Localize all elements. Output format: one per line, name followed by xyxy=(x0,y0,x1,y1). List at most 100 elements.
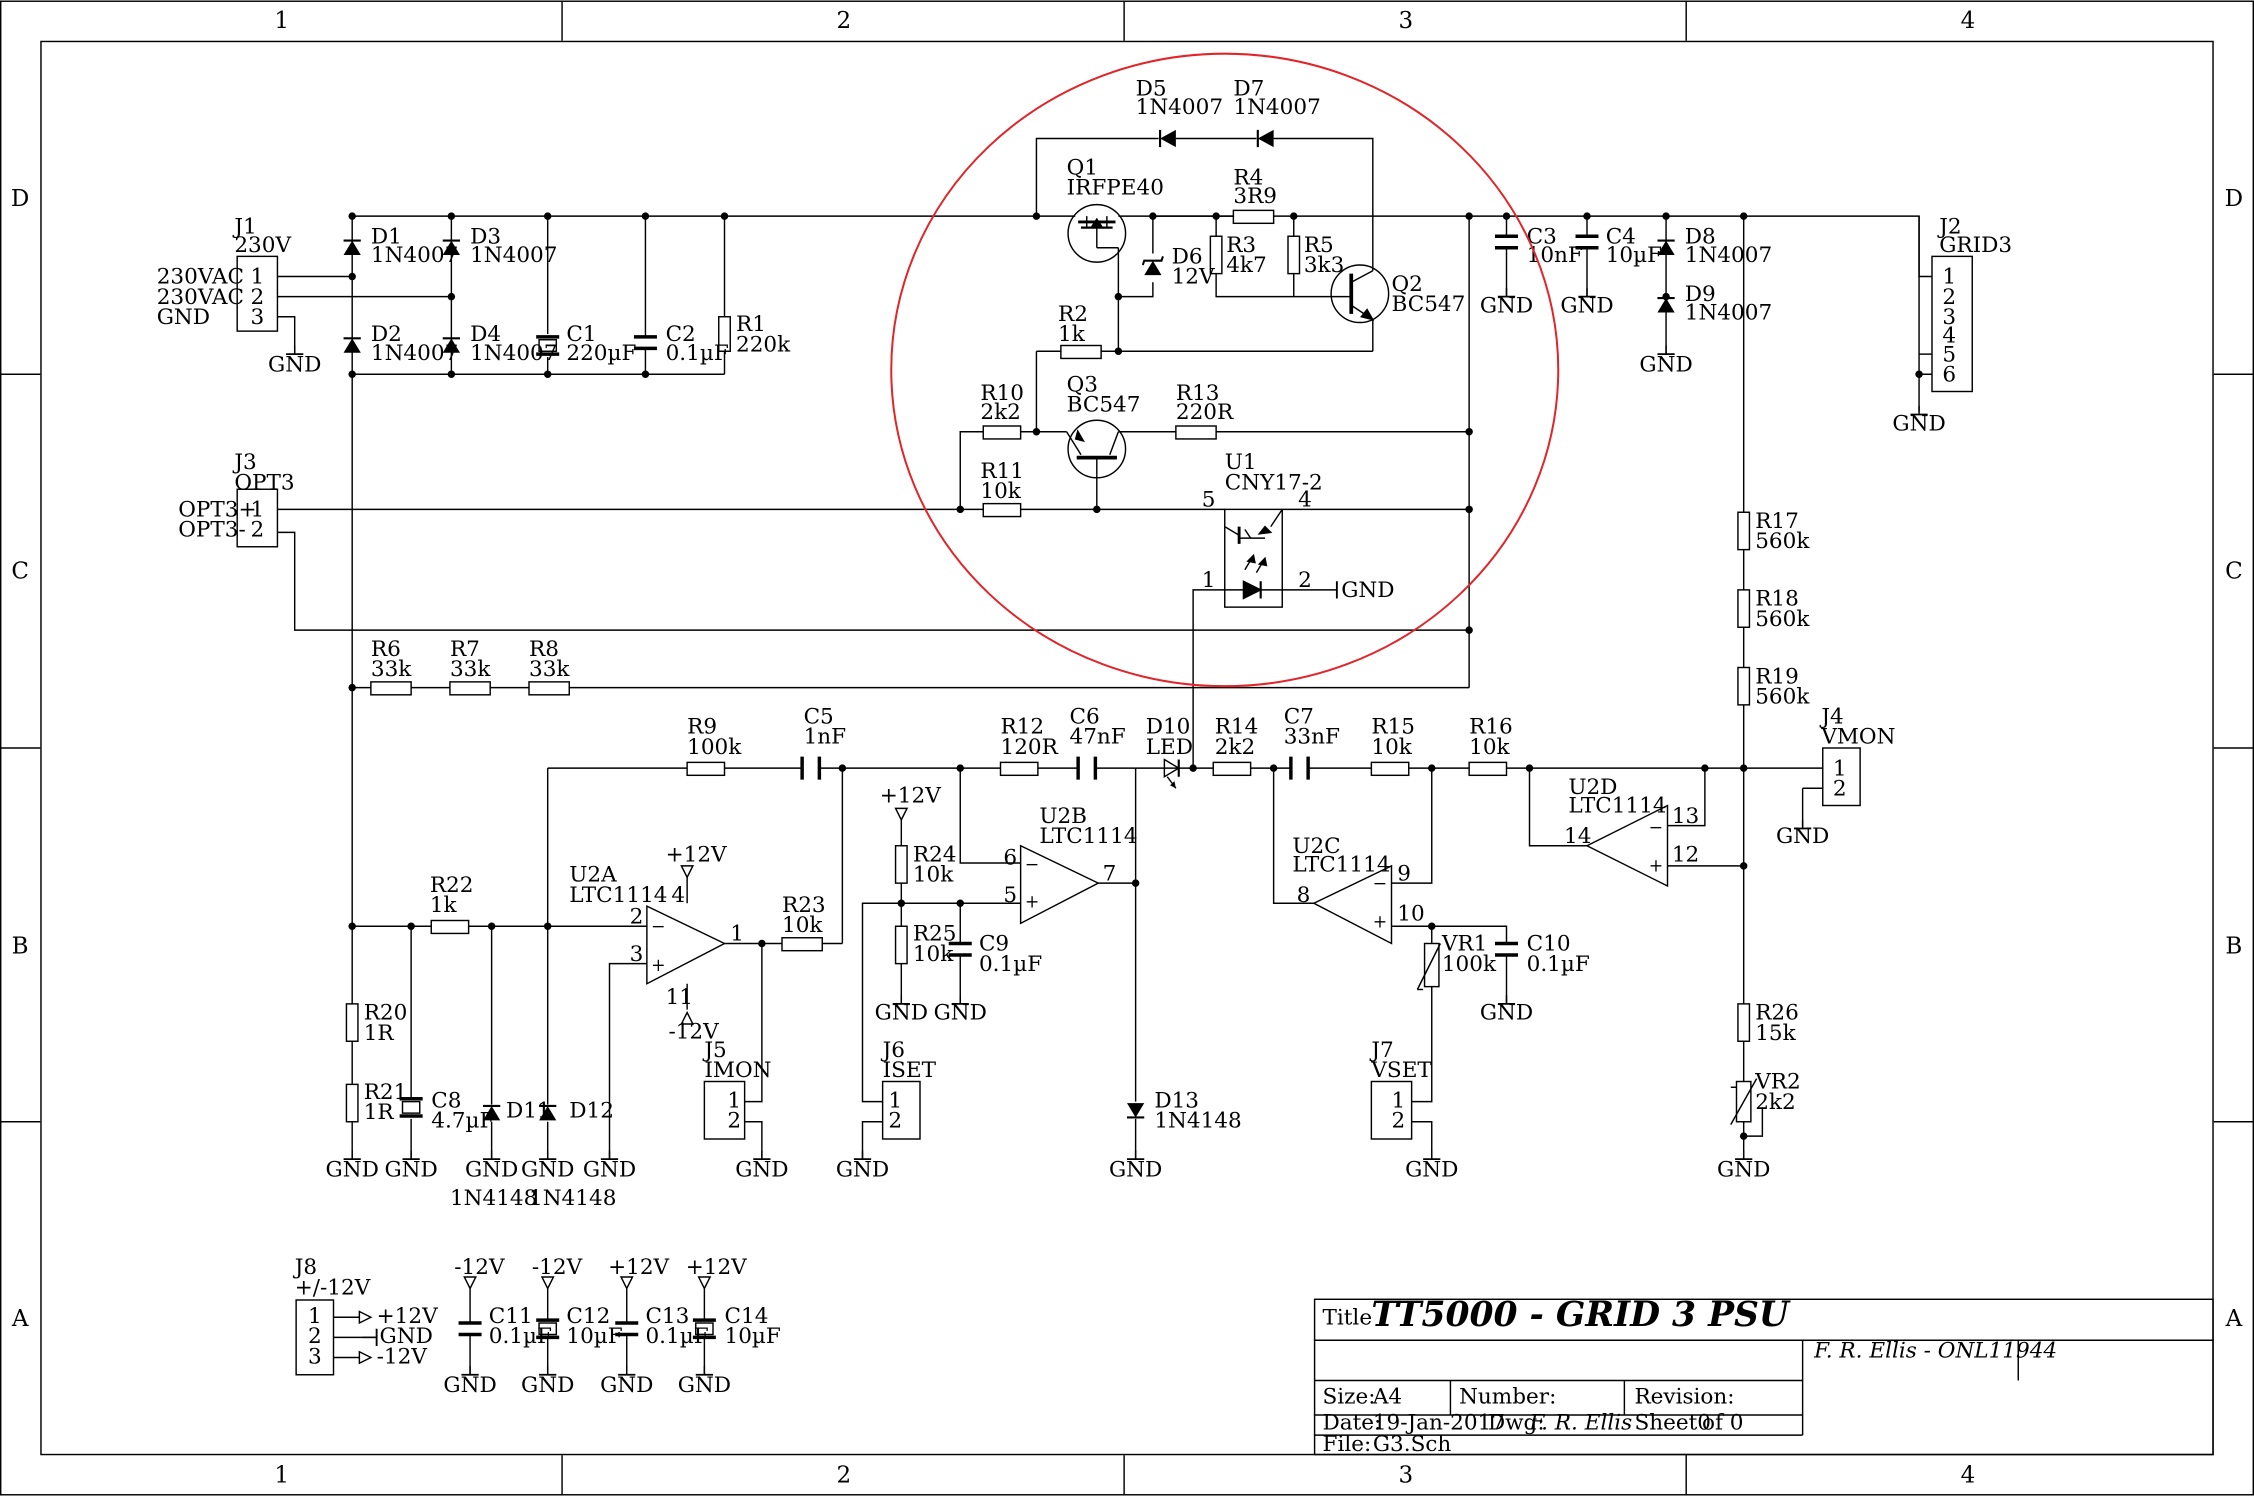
zone-col-4: 4 xyxy=(1961,8,1976,34)
j3-ref: J3 xyxy=(232,450,256,475)
gnd-label: GND xyxy=(1560,293,1613,318)
q2-value: BC547 xyxy=(1392,292,1466,317)
size-value: A4 xyxy=(1372,1385,1402,1410)
r26-value: 15k xyxy=(1755,1021,1796,1046)
vr1-ref: VR1 xyxy=(1441,932,1488,957)
r7-ref: R7 xyxy=(450,637,480,662)
gnd-label: GND xyxy=(875,1001,928,1026)
r19-ref: R19 xyxy=(1755,664,1799,689)
j6-ref: J6 xyxy=(881,1038,905,1063)
d10-ref: D10 xyxy=(1146,715,1191,740)
c5-value: 1nF xyxy=(804,725,847,750)
d9-ref: D9 xyxy=(1685,282,1716,307)
svg-text:+: + xyxy=(1649,857,1663,877)
r10-value: 2k2 xyxy=(980,400,1020,425)
highlight-circle xyxy=(890,52,1560,688)
j1-pin1: 1 xyxy=(250,265,264,290)
zone-row-a: A xyxy=(11,1306,29,1332)
j8-pin3: 3 xyxy=(308,1344,322,1369)
d2-ref: D2 xyxy=(371,322,402,347)
j5-pin2: 2 xyxy=(727,1109,741,1134)
zone-row-d: D xyxy=(11,186,29,212)
c2-ref: C2 xyxy=(666,322,696,347)
svg-text:−: − xyxy=(1649,818,1663,838)
d5-ref: D5 xyxy=(1136,76,1167,101)
optocoupler-u1 xyxy=(1224,508,1283,608)
r17-ref: R17 xyxy=(1755,509,1799,534)
j8-net2: GND xyxy=(380,1324,433,1349)
vr1-value: 100k xyxy=(1442,952,1497,977)
r13-value: 220R xyxy=(1176,400,1234,425)
r25-ref: R25 xyxy=(913,922,957,947)
c14-supply: +12V xyxy=(686,1255,747,1280)
c8-value: 4.7µF xyxy=(431,1109,494,1134)
c12-ref: C12 xyxy=(566,1304,610,1329)
title-block xyxy=(1313,1298,2214,1456)
svg-text:−: − xyxy=(651,917,665,937)
svg-text:−: − xyxy=(1373,874,1387,894)
r6-ref: R6 xyxy=(371,637,401,662)
c6-ref: C6 xyxy=(1070,705,1100,730)
u2b-ref: U2B xyxy=(1039,804,1087,829)
u1-pin5: 5 xyxy=(1202,488,1216,513)
gnd-label: GND xyxy=(600,1373,653,1398)
gnd-label: GND xyxy=(268,352,321,377)
j3-net2: OPT3- xyxy=(178,518,246,543)
date-value: 19-Jan-2017 xyxy=(1373,1410,1505,1435)
component-labels: J1 230V 1 2 3 230VAC 230VAC GND D1 1N400… xyxy=(157,76,2012,1369)
u2a-ref: U2A xyxy=(569,863,617,888)
zone-row-a-right: A xyxy=(2225,1306,2243,1332)
r8-value: 33k xyxy=(529,657,570,682)
d7-value: 1N4007 xyxy=(1233,95,1320,120)
svg-text:+: + xyxy=(651,956,665,976)
c7-value: 33nF xyxy=(1284,725,1340,750)
zone-col-1: 1 xyxy=(274,8,289,34)
c4-ref: C4 xyxy=(1606,224,1636,249)
sheet-title: TT5000 - GRID 3 PSU xyxy=(1371,1295,1791,1335)
gnd-label: GND xyxy=(583,1157,636,1182)
j4-pin2: 2 xyxy=(1833,776,1847,801)
j3-value: OPT3 xyxy=(234,470,294,495)
u2a-p12: +12V xyxy=(666,843,727,868)
r1-ref: R1 xyxy=(736,312,766,337)
u2d-pin12: 12 xyxy=(1672,843,1699,868)
junction-dots xyxy=(348,212,1923,1140)
j1-pin2: 2 xyxy=(250,285,264,310)
title-label: Title xyxy=(1323,1305,1373,1330)
r14-value: 2k2 xyxy=(1215,735,1255,760)
r21-value: 1R xyxy=(364,1100,395,1125)
j1-net3: GND xyxy=(157,305,210,330)
u2b-pin5: 5 xyxy=(1003,883,1017,908)
d11-value: 1N4148 xyxy=(450,1186,537,1211)
d5-value: 1N4007 xyxy=(1136,95,1223,120)
r9-ref: R9 xyxy=(687,715,717,740)
size-label: Size: xyxy=(1323,1385,1376,1410)
gnd-label: GND xyxy=(1717,1157,1770,1182)
gnd-label: GND xyxy=(521,1157,574,1182)
j2-pin3: 3 xyxy=(1942,305,1956,330)
gnd-label: GND xyxy=(521,1373,574,1398)
file-label: File: xyxy=(1323,1432,1372,1457)
vr2-ref: VR2 xyxy=(1754,1070,1800,1095)
r2-ref: R2 xyxy=(1058,302,1088,327)
c5-ref: C5 xyxy=(804,705,834,730)
d12-value: 1N4148 xyxy=(529,1186,616,1211)
u2a-pin4: 4 xyxy=(671,883,685,908)
j5-value: IMON xyxy=(704,1058,771,1083)
d1-value: 1N4007 xyxy=(371,243,458,268)
r24-ref: R24 xyxy=(913,843,957,868)
j3-pin1: 1 xyxy=(250,498,264,523)
u2c-pin10: 10 xyxy=(1397,902,1424,927)
gnd-label: GND xyxy=(836,1157,889,1182)
r9-value: 100k xyxy=(687,735,742,760)
r23-value: 10k xyxy=(782,913,823,938)
c2-value: 0.1µF xyxy=(666,341,729,366)
connectors xyxy=(236,255,1973,1376)
d11-ref: D11 xyxy=(506,1098,551,1123)
gnd-label: GND xyxy=(1639,352,1692,377)
j8-pin2: 2 xyxy=(308,1324,322,1349)
electrolytic-markers xyxy=(401,339,714,1336)
r3-value: 4k7 xyxy=(1226,253,1266,278)
zone-col-2: 2 xyxy=(836,8,851,34)
